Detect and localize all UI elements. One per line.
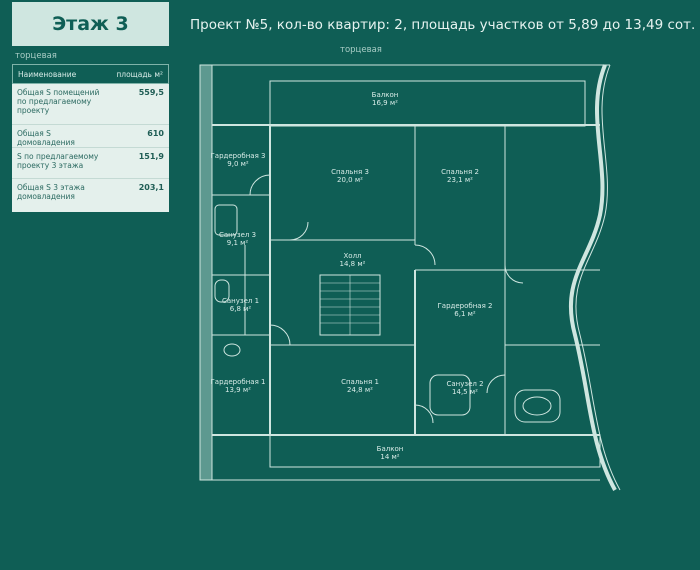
table-row: Общая S домовладения 610: [12, 125, 169, 148]
row-label: Общая S помещений по предлагаемому проек…: [17, 88, 100, 115]
row-label: Общая S 3 этажа домовладения: [17, 183, 85, 201]
area-table: Наименование площадь м² Общая S помещени…: [12, 64, 169, 212]
floor-plan: [199, 64, 621, 491]
area-table-header: Наименование площадь м²: [12, 64, 169, 84]
project-title: Проект №5, кол-во квартир: 2, площадь уч…: [190, 17, 696, 33]
row-label: S по предлагаемому проекту 3 этажа: [17, 152, 99, 170]
row-value: 559,5: [138, 88, 164, 97]
col-area-header: площадь м²: [116, 69, 163, 79]
col-name-header: Наименование: [18, 69, 77, 79]
floor-badge[interactable]: Этаж 3: [12, 2, 169, 46]
balcony-top-outline: [269, 80, 586, 127]
side-label-left: торцевая: [15, 51, 57, 61]
row-label: Общая S домовладения: [17, 129, 75, 147]
row-value: 203,1: [138, 183, 164, 192]
table-row: Общая S помещений по предлагаемому проек…: [12, 84, 169, 125]
table-row: Общая S 3 этажа домовладения 203,1: [12, 179, 169, 209]
row-value: 151,9: [138, 152, 164, 161]
side-label-top: торцевая: [340, 45, 382, 55]
table-row: S по предлагаемому проекту 3 этажа 151,9: [12, 148, 169, 179]
row-value: 610: [147, 129, 164, 138]
west-wall: [199, 64, 213, 481]
balcony-bottom-outline: [269, 434, 601, 468]
